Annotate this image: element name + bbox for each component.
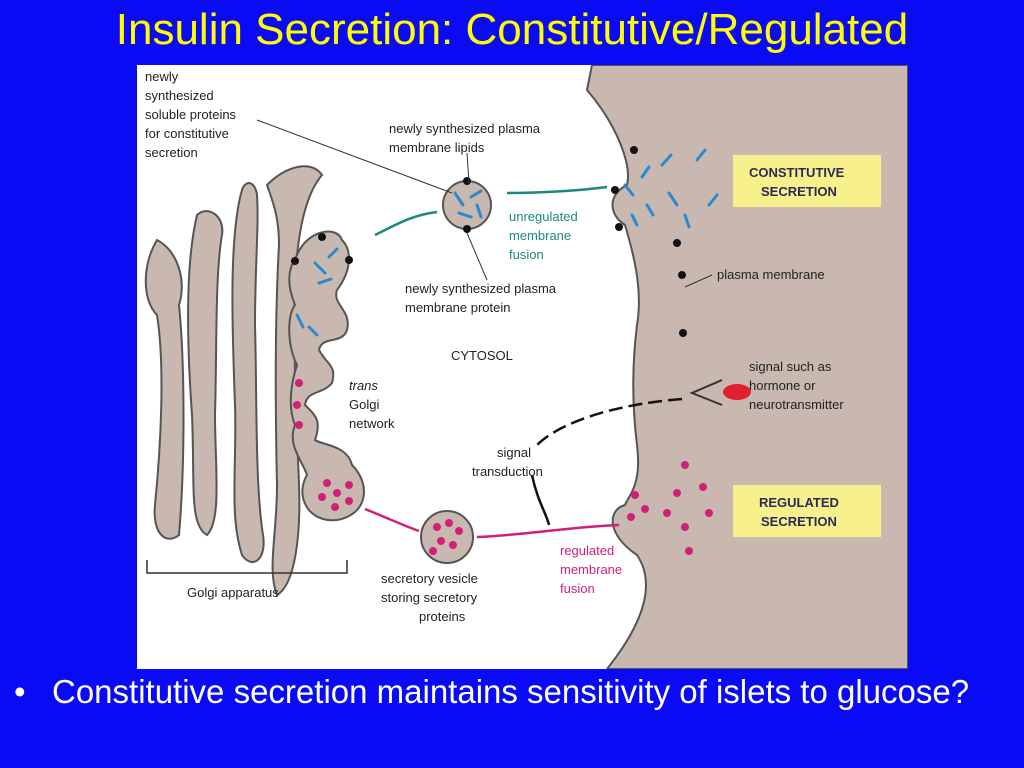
secretory-granules (293, 379, 713, 555)
trans-golgi-network (288, 230, 365, 522)
label-soluble-5: secretion (145, 145, 198, 160)
label-trans-1: trans (349, 378, 378, 393)
label-trans-3: network (349, 416, 395, 431)
label-transduction-2: transduction (472, 464, 543, 479)
label-regulated-box-2: SECRETION (761, 514, 837, 529)
pointer-lines (256, 119, 713, 288)
slide-title: Insulin Secretion: Constitutive/Regulate… (115, 5, 909, 54)
soluble-protein-marks (295, 148, 719, 337)
label-golgi-apparatus: Golgi apparatus (187, 585, 279, 600)
label-unregulated-2: membrane (509, 228, 571, 243)
label-regulated-1: regulated (560, 543, 614, 558)
label-unregulated-3: fusion (509, 247, 544, 262)
regulated-box (733, 485, 881, 537)
label-vesicle-3: proteins (419, 609, 466, 624)
label-constitutive-box-2: SECRETION (761, 184, 837, 199)
label-transduction-1: signal (497, 445, 531, 460)
membrane-protein-dots (291, 146, 687, 337)
bullet-item: • Constitutive secretion maintains sensi… (14, 670, 1004, 714)
diagram-svg: newly synthesized soluble proteins for c… (144, 65, 908, 669)
arrows (364, 185, 683, 539)
label-vesicle-1: secretory vesicle (381, 571, 478, 586)
golgi-bracket (146, 560, 348, 574)
label-trans-2: Golgi (349, 397, 379, 412)
label-regulated-2: membrane (560, 562, 622, 577)
label-constitutive-box-1: CONSTITUTIVE (749, 165, 845, 180)
label-regulated-box-1: REGULATED (759, 495, 839, 510)
label-cytosol: CYTOSOL (451, 348, 513, 363)
label-lipids-1: newly synthesized plasma (389, 121, 541, 136)
bullet-dot: • (14, 673, 26, 710)
label-regulated-3: fusion (560, 581, 595, 596)
label-signal-2: hormone or (749, 378, 816, 393)
label-soluble-1: newly (145, 69, 179, 84)
label-vesicle-2: storing secretory (381, 590, 478, 605)
label-soluble-4: for constitutive (145, 126, 229, 141)
label-signal-1: signal such as (749, 359, 832, 374)
label-signal-3: neurotransmitter (749, 397, 844, 412)
label-soluble-3: soluble proteins (145, 107, 237, 122)
label-plasma-membrane: plasma membrane (717, 267, 825, 282)
constitutive-vesicle (442, 180, 492, 230)
label-lipids-2: membrane lipids (389, 140, 485, 155)
label-protein-1: newly synthesized plasma (405, 281, 557, 296)
label-unregulated-1: unregulated (509, 209, 578, 224)
secretion-diagram: newly synthesized soluble proteins for c… (137, 65, 908, 669)
receptor (689, 379, 723, 406)
bullet-text: Constitutive secretion maintains sensiti… (52, 673, 970, 710)
signal-molecule (723, 384, 751, 400)
label-protein-2: membrane protein (405, 300, 511, 315)
label-soluble-2: synthesized (145, 88, 214, 103)
secretory-vesicle (420, 510, 474, 564)
constitutive-box (733, 155, 881, 207)
